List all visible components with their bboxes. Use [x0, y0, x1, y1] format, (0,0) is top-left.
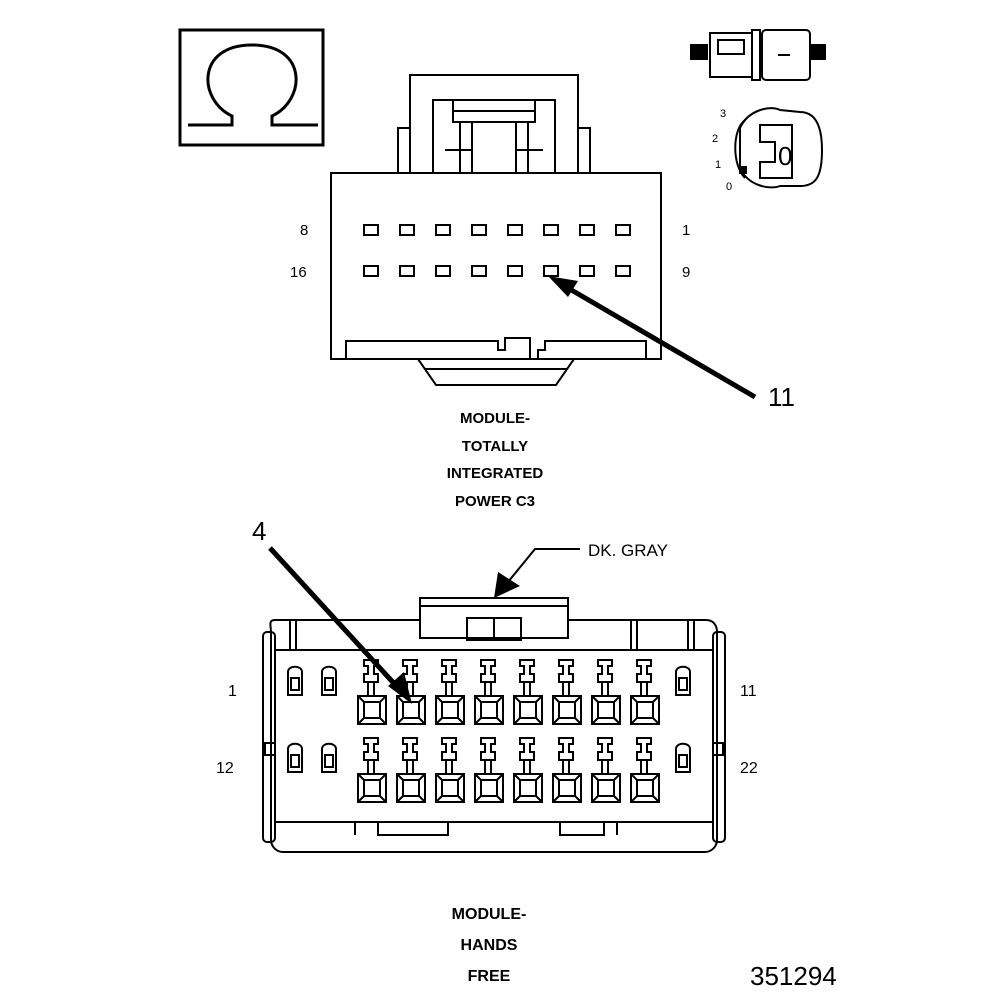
hf-caption-line-1: MODULE- [452, 906, 527, 923]
hf-caption-line-3: FREE [468, 968, 511, 985]
hf-row-1-clips [287, 665, 691, 696]
key-position-2: 2 [712, 133, 718, 145]
hands-free-connector [262, 597, 726, 853]
tipm-c3-connector [330, 74, 662, 386]
tipm-pin-row-1 [363, 224, 631, 236]
hf-pin-label-12: 12 [216, 760, 234, 777]
hf-pin-label-11: 11 [740, 683, 757, 700]
connector-plug-icon [690, 29, 826, 81]
tipm-pin-label-16: 16 [290, 264, 307, 281]
hf-row-1-terminals [357, 659, 660, 725]
tipm-caption-line-3: INTEGRATED [447, 465, 544, 482]
hf-caption-line-2: HANDS [461, 937, 518, 954]
hf-pin-label-1: 1 [228, 683, 237, 700]
hf-row-2-clips [287, 742, 691, 773]
key-position-0: 0 [726, 181, 732, 193]
hf-pin-label-22: 22 [740, 760, 758, 777]
color-label-dk-gray: DK. GRAY [588, 541, 668, 560]
tipm-pin-label-8: 8 [300, 222, 308, 239]
tipm-caption-line-2: TOTALLY [462, 438, 528, 455]
callout-11: 11 [768, 382, 795, 412]
callout-4: 4 [252, 516, 266, 546]
ignition-key-icon: 3 2 1 0 0 [712, 107, 824, 193]
callout-4-arrow [268, 546, 412, 704]
callout-11-arrow [548, 276, 757, 400]
ohm-symbol-icon [178, 28, 325, 147]
dk-gray-leader [494, 548, 580, 598]
key-position-3: 3 [720, 108, 726, 120]
figure-number: 351294 [750, 961, 837, 991]
tipm-caption-line-1: MODULE- [460, 410, 530, 427]
key-position-1: 1 [715, 159, 721, 171]
key-label: 0 [778, 141, 792, 171]
hf-row-2-terminals [357, 737, 660, 803]
tipm-pin-label-9: 9 [682, 264, 690, 281]
tipm-pin-row-2 [363, 265, 631, 277]
tipm-pin-label-1: 1 [682, 222, 690, 239]
tipm-caption-line-4: POWER C3 [455, 493, 535, 510]
